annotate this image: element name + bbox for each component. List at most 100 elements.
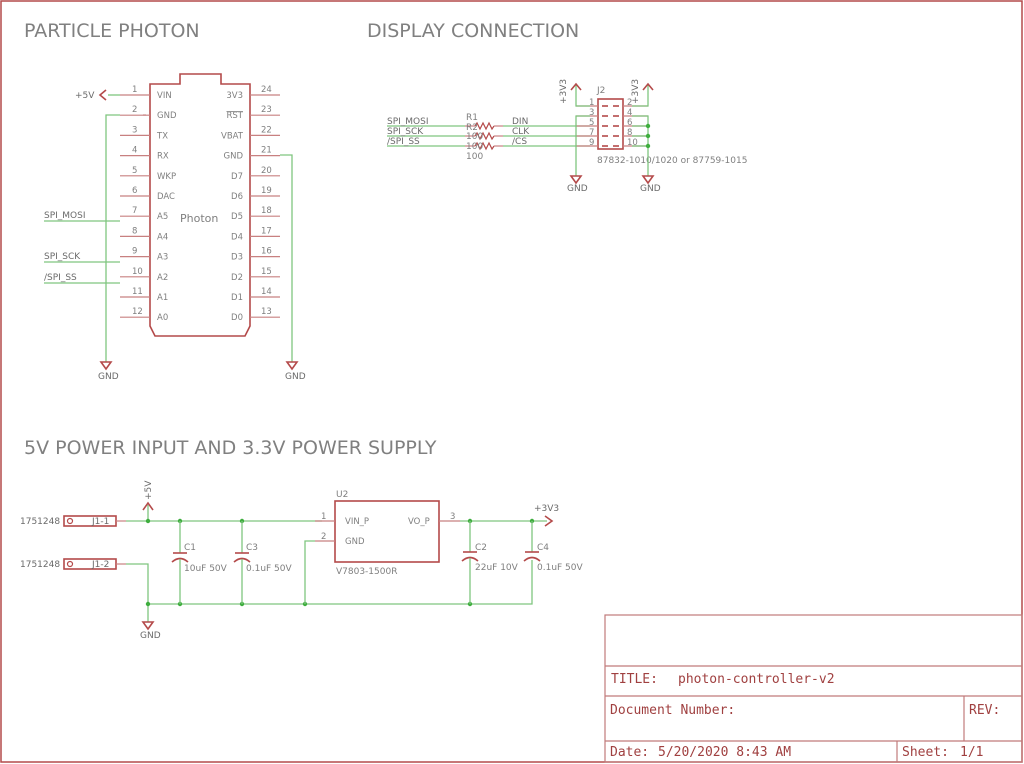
net-label-din: DIN xyxy=(512,117,528,127)
capacitor-c1[interactable]: C1 10uF 50V xyxy=(171,521,228,604)
resistor-r1[interactable] xyxy=(465,121,503,131)
net-label-spi-mosi: SPI_MOSI xyxy=(387,117,429,127)
pin-number: 18 xyxy=(261,206,272,216)
pin-number: 19 xyxy=(261,186,272,196)
title-label: TITLE: xyxy=(611,672,658,687)
gnd-label-right: GND xyxy=(285,372,306,382)
pin-number: 16 xyxy=(261,247,272,257)
gnd-label-left: GND xyxy=(98,372,119,382)
net-label-cs: /CS xyxy=(512,137,527,147)
gnd-symbol-icon xyxy=(285,361,299,371)
j2-pin-number: 4 xyxy=(627,108,632,118)
u2-pin-vo: VO_P xyxy=(408,517,430,527)
pin-name: A3 xyxy=(157,253,168,263)
display-connection: SPI_MOSI SPI_SCK /SPI_SS R1 R2 100 100 1… xyxy=(387,79,747,194)
resistor-r2[interactable] xyxy=(465,131,503,141)
pin-name: 3V3 xyxy=(226,91,243,101)
pin-name: A0 xyxy=(157,313,168,323)
net-label-spi-sck: SPI_SCK xyxy=(387,127,424,137)
j2-pin-number: 6 xyxy=(627,118,632,128)
photon-module[interactable]: Photon 1VIN2GND3TX4RX5WKP6DAC7A58A49A310… xyxy=(120,73,280,337)
pin-number: 5 xyxy=(132,166,137,176)
net-label-spi-mosi: SPI_MOSI xyxy=(44,211,86,221)
j2-pin-number: 3 xyxy=(589,108,594,118)
u2-part: V7803-1500R xyxy=(336,567,397,577)
c3-name: C3 xyxy=(246,543,258,553)
net-label-5v: +5V xyxy=(75,91,95,101)
j2-pin-number: 8 xyxy=(627,128,632,138)
gnd-symbol-icon xyxy=(99,361,113,371)
pin-name: A5 xyxy=(157,212,168,222)
u2-name: U2 xyxy=(336,490,348,500)
c1-value: 10uF 50V xyxy=(184,564,228,574)
j2-pin-number: 1 xyxy=(589,98,594,108)
c2-name: C2 xyxy=(475,543,487,553)
u2-pin-vin: VIN_P xyxy=(345,517,369,527)
pin-name: GND xyxy=(157,111,177,121)
supply-arrow-icon xyxy=(544,515,554,527)
pin-name: TX xyxy=(156,131,168,141)
connector-j1-1[interactable]: J1-1 1751248 xyxy=(20,515,126,527)
j1-2-part: 1751248 xyxy=(20,560,60,570)
terminal-icon xyxy=(66,517,74,525)
pin-number: 12 xyxy=(132,307,143,317)
capacitor-c3[interactable]: C3 0.1uF 50V xyxy=(233,521,293,604)
j1-2-name: J1-2 xyxy=(91,560,109,570)
pin-number: 8 xyxy=(132,226,137,236)
heading-power: 5V POWER INPUT AND 3.3V POWER SUPPLY xyxy=(24,437,437,459)
gnd-label-display-left: GND xyxy=(567,184,588,194)
net-label-spi-ss: /SPI_SS xyxy=(387,137,420,147)
supply-arrow-icon xyxy=(98,89,107,101)
regulator-u2[interactable]: U2 V7803-1500R 1 2 3 VIN_P GND VO_P xyxy=(315,490,460,577)
c1-name: C1 xyxy=(184,543,196,553)
connector-j1-2[interactable]: J1-2 1751248 xyxy=(20,558,126,570)
photon-left-pins: 1VIN2GND3TX4RX5WKP6DAC7A58A49A310A211A11… xyxy=(120,85,177,323)
power-section: J1-1 1751248 J1-2 1751248 +5V GND xyxy=(20,480,584,641)
date-label: Date: xyxy=(610,745,649,760)
j1-1-part: 1751248 xyxy=(20,517,60,527)
resistor-r3[interactable] xyxy=(465,141,503,151)
pin-name: D3 xyxy=(231,253,243,263)
pin-name: A1 xyxy=(157,293,168,303)
pin-name: A2 xyxy=(157,273,168,283)
pin-number: 6 xyxy=(132,186,137,196)
u2-pin-number: 1 xyxy=(321,512,326,522)
pin-name: WKP xyxy=(157,172,176,182)
pin-number: 3 xyxy=(132,125,137,135)
pin-number: 21 xyxy=(261,146,272,156)
net-label-spi-sck: SPI_SCK xyxy=(44,252,81,262)
pin-number: 11 xyxy=(132,287,143,297)
pin-name: D6 xyxy=(231,192,243,202)
j2-pin-number: 7 xyxy=(589,128,594,138)
gnd-symbol-icon xyxy=(569,175,583,185)
supply-label-3v3-right: +3V3 xyxy=(631,79,641,104)
supply-arrow-icon xyxy=(570,82,582,91)
capacitor-c2[interactable]: C2 22uF 10V xyxy=(461,521,519,604)
pin-name: D2 xyxy=(231,273,243,283)
j2-pin-number: 2 xyxy=(627,98,632,108)
pin-number: 20 xyxy=(261,166,272,176)
photon-wires: +5V GND GND SPI_MOSI SPI_SCK /SPI_SS xyxy=(44,89,306,382)
pin-name: D0 xyxy=(231,313,243,323)
pin-number: 9 xyxy=(132,247,137,257)
pin-number: 17 xyxy=(261,226,272,236)
gnd-label-display-right: GND xyxy=(640,184,661,194)
capacitor-c4[interactable]: C4 0.1uF 50V xyxy=(523,521,584,573)
photon-right-pins: 243V323RST22VBAT21GND20D719D618D517D416D… xyxy=(221,85,280,323)
u2-pin-gnd: GND xyxy=(345,537,365,547)
c4-value: 0.1uF 50V xyxy=(537,563,584,573)
pin-name: D7 xyxy=(231,172,243,182)
pin-number: 13 xyxy=(261,307,272,317)
rev-label: REV: xyxy=(969,703,1000,718)
pin-number: 14 xyxy=(261,287,272,297)
resistor-value-r3: 100 xyxy=(466,152,483,162)
resistor-name-r2: R2 xyxy=(466,123,478,133)
pin-name: D1 xyxy=(231,293,243,303)
j1-1-name: J1-1 xyxy=(91,517,109,527)
pin-number: 4 xyxy=(132,146,137,156)
resistor-name-r1: R1 xyxy=(466,113,478,123)
sheet-label: Sheet: xyxy=(902,745,949,760)
supply-label-5v: +5V xyxy=(144,480,154,500)
